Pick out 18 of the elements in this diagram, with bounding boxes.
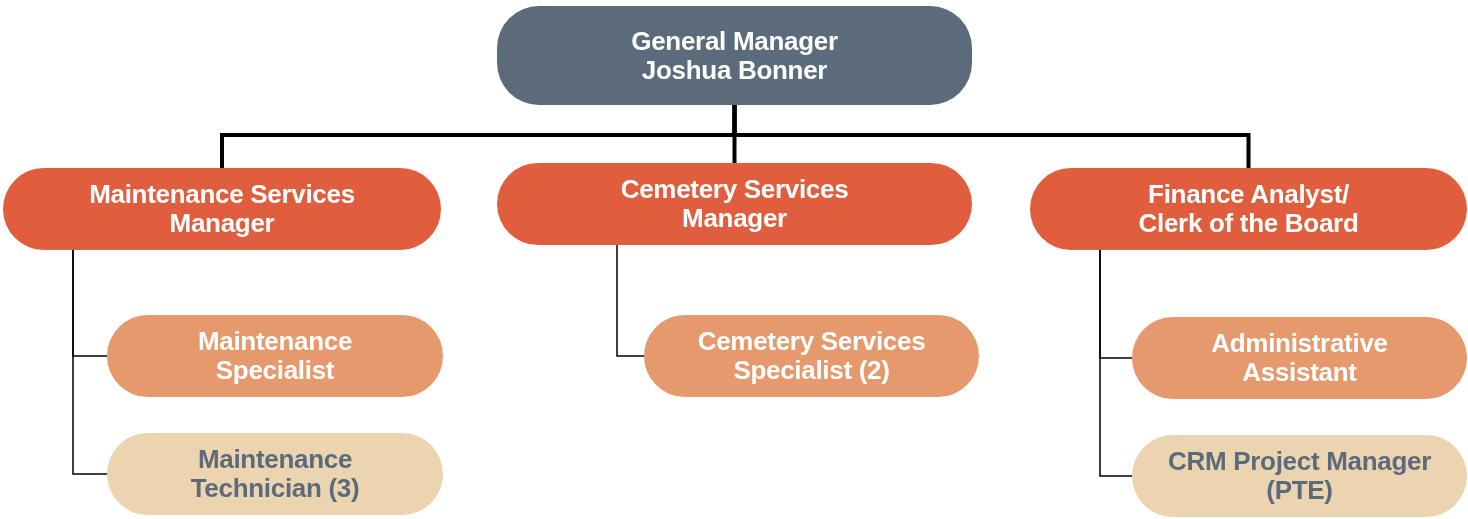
- role-title: Cemetery Services Specialist (2): [696, 327, 927, 385]
- role-box: [1030, 168, 1467, 250]
- role-title: Joshua Bonner: [641, 55, 828, 85]
- role-title: Administrative Assistant: [1210, 329, 1389, 387]
- role-title: Maintenance Technician (3): [189, 445, 361, 503]
- role-box: [497, 6, 972, 105]
- connector-line: [72, 249, 108, 475]
- role-title: General Manager: [631, 26, 838, 56]
- role-title: Cemetery Services Manager: [619, 175, 850, 233]
- role-title: CRM Project Manager (PTE): [1167, 447, 1432, 505]
- role-title: Maintenance Specialist: [196, 327, 354, 385]
- role-title: Finance Analyst/ Clerk of the Board: [1137, 180, 1360, 238]
- role-box: [1132, 435, 1467, 517]
- connector-line: [1099, 249, 1133, 477]
- connector-line: [732, 105, 1251, 168]
- connector-line: [616, 244, 645, 357]
- role-title: Maintenance Services Manager: [88, 180, 356, 238]
- role-box: [1132, 317, 1467, 399]
